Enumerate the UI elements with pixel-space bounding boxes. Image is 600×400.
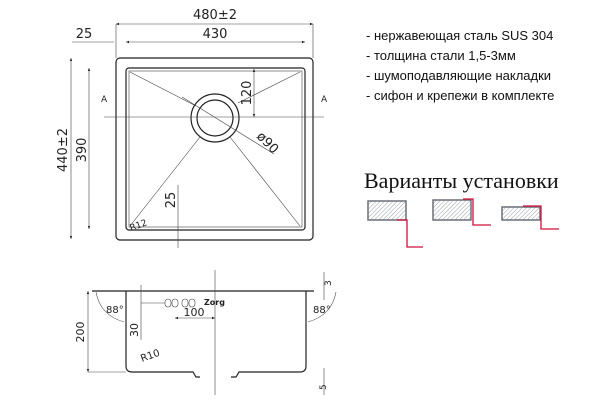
dim-overflow-height: 30 [128,323,141,337]
dim-drain-diameter: ø90 [253,129,281,157]
brand-logo: Zorg [204,298,225,307]
angle-right: 88° [313,305,331,316]
feature-item: - сифон и крепежи в комплекте [366,88,555,103]
feature-item: - толщина стали 1,5-3мм [366,48,516,63]
dim-height-inner: 390 [75,138,90,163]
install-title: Варианты установки [364,168,559,193]
variant-undermount [367,200,407,221]
dim-depth: 200 [74,322,87,343]
dim-drain-offset: 120 [240,81,255,106]
dim-height-total: 440±2 [56,128,71,172]
feature-item: - нержавеющая сталь SUS 304 [366,28,554,43]
dim-rim: 3 [324,280,334,286]
dim-radius-side: R10 [139,348,161,365]
dim-overflow-distance: 100 [184,306,205,319]
section-mark-left: A [101,95,108,105]
section-mark-right: A [321,95,328,105]
dim-width-inner: 430 [203,27,228,42]
variant-flush [432,199,472,221]
install-variants [367,198,559,248]
angle-left: 88° [106,305,124,316]
dim-offset: 25 [76,27,93,42]
dim-bottom-offset: 25 [164,192,179,209]
dim-width-total: 480±2 [193,8,237,23]
dim-radius: R12 [129,218,149,233]
dim-bottom: 5 [319,384,329,390]
feature-item: - шумоподавляющие накладки [366,68,552,83]
top-view: 480±2 430 25 440±2 390 120 ø90 25 R12 A … [56,8,328,248]
side-view: Zorg 200 30 100 R10 88° 88° 3 5 [74,270,337,395]
variant-topmount [501,206,541,221]
